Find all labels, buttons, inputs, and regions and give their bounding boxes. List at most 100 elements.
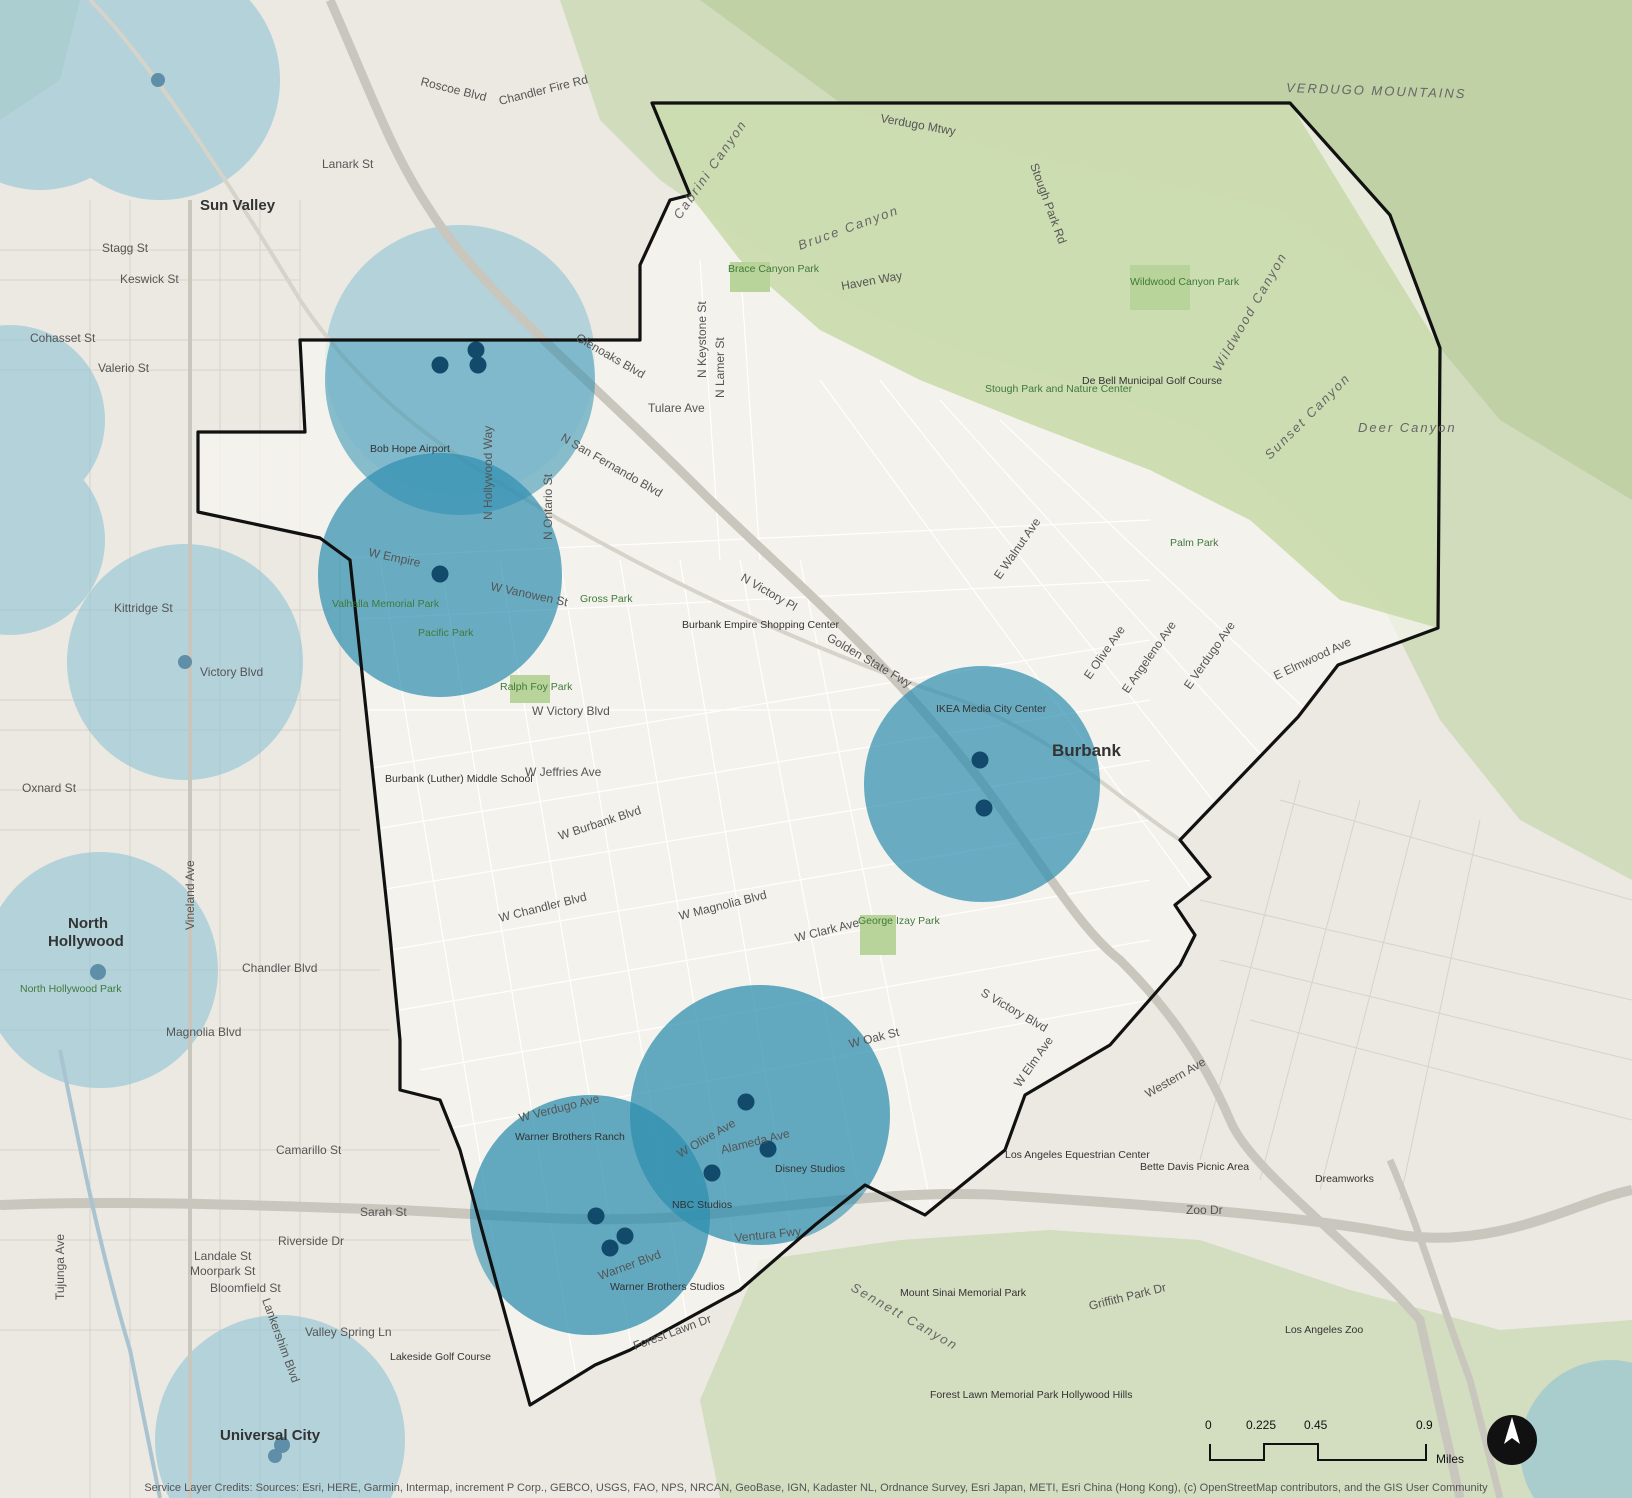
scale-unit: Miles: [1436, 1452, 1465, 1466]
george-izay-park-area: [860, 915, 896, 955]
poi-label-empire-center: Burbank Empire Shopping Center: [682, 619, 840, 631]
street-label: Magnolia Blvd: [166, 1025, 241, 1039]
poi-label-airport: Bob Hope Airport: [370, 443, 450, 455]
poi-label-lakeside-golf: Lakeside Golf Course: [390, 1351, 491, 1363]
place-label-sun-valley: Sun Valley: [200, 197, 276, 214]
scale-tick-1: 0.225: [1246, 1418, 1277, 1432]
service-marker[interactable]: [469, 356, 487, 374]
place-label-universal-city: Universal City: [220, 1427, 321, 1444]
service-marker[interactable]: [759, 1140, 777, 1158]
buffer-media-city: [864, 666, 1100, 902]
service-marker[interactable]: [703, 1164, 721, 1182]
scale-bar: [1209, 1443, 1427, 1461]
service-marker[interactable]: [467, 341, 485, 359]
poi-label-bette-davis: Bette Davis Picnic Area: [1140, 1161, 1249, 1173]
poi-label-equestrian: Los Angeles Equestrian Center: [1005, 1149, 1150, 1161]
street-label: Stagg St: [102, 241, 149, 255]
street-label: Sarah St: [360, 1205, 407, 1219]
poi-label-mount-sinai: Mount Sinai Memorial Park: [900, 1287, 1027, 1299]
buffer-olive-ave-inner: [630, 985, 890, 1245]
service-marker[interactable]: [737, 1093, 755, 1111]
study-area-terrain: [299, 103, 1440, 1401]
street-label: Kittridge St: [114, 601, 173, 615]
griffith-park-terrain: [700, 1230, 1632, 1498]
buffer-northwest: [0, 0, 150, 190]
glendale-fwy: [1386, 1158, 1504, 1498]
poi-label-disney: Disney Studios: [775, 1163, 845, 1175]
outside-marker: [268, 1449, 282, 1463]
street-label: Landale St: [194, 1249, 252, 1263]
park-label-ralph-foy: Ralph Foy Park: [500, 681, 573, 693]
street-label: Chandler Blvd: [242, 961, 317, 975]
poi-label-nbc: NBC Studios: [672, 1199, 732, 1211]
street-label: Riverside Dr: [278, 1234, 344, 1248]
poi-label-wb-studios: Warner Brothers Studios: [610, 1281, 725, 1293]
poi-label-dreamworks: Dreamworks: [1315, 1173, 1374, 1185]
buffer-north-hollywood: [0, 852, 218, 1088]
street-label: N Keystone St: [695, 301, 709, 378]
poi-label-debell-golf: De Bell Municipal Golf Course: [1082, 375, 1222, 387]
street-label: Cohasset St: [30, 331, 96, 345]
street-label: N Lamer St: [713, 337, 727, 398]
park-label-palm: Palm Park: [1170, 537, 1219, 549]
park-label-george-izay: George Izay Park: [858, 915, 940, 927]
street-label: Lanark St: [322, 157, 374, 171]
service-marker[interactable]: [431, 356, 449, 374]
brace-canyon-park-area: [730, 262, 770, 292]
street-label: Deer Canyon: [1358, 420, 1457, 435]
street-label: Vineland Ave: [183, 860, 197, 930]
street-label: N Hollywood Way: [481, 426, 495, 520]
poi-label-zoo: Los Angeles Zoo: [1285, 1324, 1363, 1336]
ralph-foy-park-area: [510, 675, 550, 703]
buffer-universal-city: [155, 1315, 405, 1498]
place-label-north-2: Hollywood: [48, 933, 124, 950]
outside-marker: [274, 1437, 290, 1453]
street-label: Oxnard St: [22, 781, 77, 795]
service-marker[interactable]: [587, 1207, 605, 1225]
park-label-brace-canyon: Brace Canyon Park: [728, 263, 820, 275]
outside-marker: [90, 964, 106, 980]
park-label-valhalla: Valhalla Memorial Park: [332, 598, 440, 610]
street-label: Tujunga Ave: [53, 1234, 67, 1300]
place-label-verdugo-mountains: VERDUGO MOUNTAINS: [1286, 80, 1467, 101]
park-label-north-hollywood: North Hollywood Park: [20, 983, 122, 995]
service-marker[interactable]: [975, 799, 993, 817]
street-label: Moorpark St: [190, 1264, 256, 1278]
poi-label-forest-lawn: Forest Lawn Memorial Park Hollywood Hill…: [930, 1389, 1132, 1401]
street-label: Camarillo St: [276, 1143, 342, 1157]
street-label: Ventura Fwy: [734, 1224, 802, 1245]
outside-markers: [90, 73, 290, 1463]
wildwood-canyon-park-area: [1130, 265, 1190, 310]
street-label: Keswick St: [120, 272, 179, 286]
poi-label-wb-ranch: Warner Brothers Ranch: [515, 1131, 625, 1143]
north-arrow-icon: [1487, 1415, 1537, 1465]
scale-tick-2: 0.45: [1304, 1418, 1328, 1432]
service-marker[interactable]: [616, 1227, 634, 1245]
park-label-stough: Stough Park and Nature Center: [985, 383, 1133, 395]
service-marker[interactable]: [431, 565, 449, 583]
street-label: Zoo Dr: [1186, 1203, 1223, 1217]
outside-marker: [151, 73, 165, 87]
service-marker[interactable]: [601, 1239, 619, 1257]
glendale-street-grid: [1199, 779, 1632, 1201]
place-label-burbank: Burbank: [1052, 741, 1122, 760]
street-label: W Victory Blvd: [532, 704, 610, 718]
service-marker[interactable]: [971, 751, 989, 769]
poi-label-luther-school: Burbank (Luther) Middle School: [385, 773, 533, 785]
street-label: Victory Blvd: [200, 665, 263, 679]
place-label-north-1: North: [68, 915, 108, 932]
scale-tick-3: 0.9: [1416, 1418, 1433, 1432]
buffer-west-2: [0, 445, 105, 635]
street-label: Valerio St: [98, 361, 150, 375]
outside-marker: [178, 655, 192, 669]
buffer-southeast: [1520, 1360, 1632, 1498]
tujunga-wash: [58, 1049, 162, 1498]
park-label-gross: Gross Park: [580, 593, 633, 605]
street-label: N Ontario St: [541, 473, 555, 540]
park-label-pacific: Pacific Park: [418, 627, 474, 639]
street-label: W Jeffries Ave: [525, 765, 602, 779]
park-label-wildwood: Wildwood Canyon Park: [1130, 276, 1240, 288]
street-label: Bloomfield St: [210, 1281, 281, 1295]
street-label: Tulare Ave: [648, 401, 705, 415]
